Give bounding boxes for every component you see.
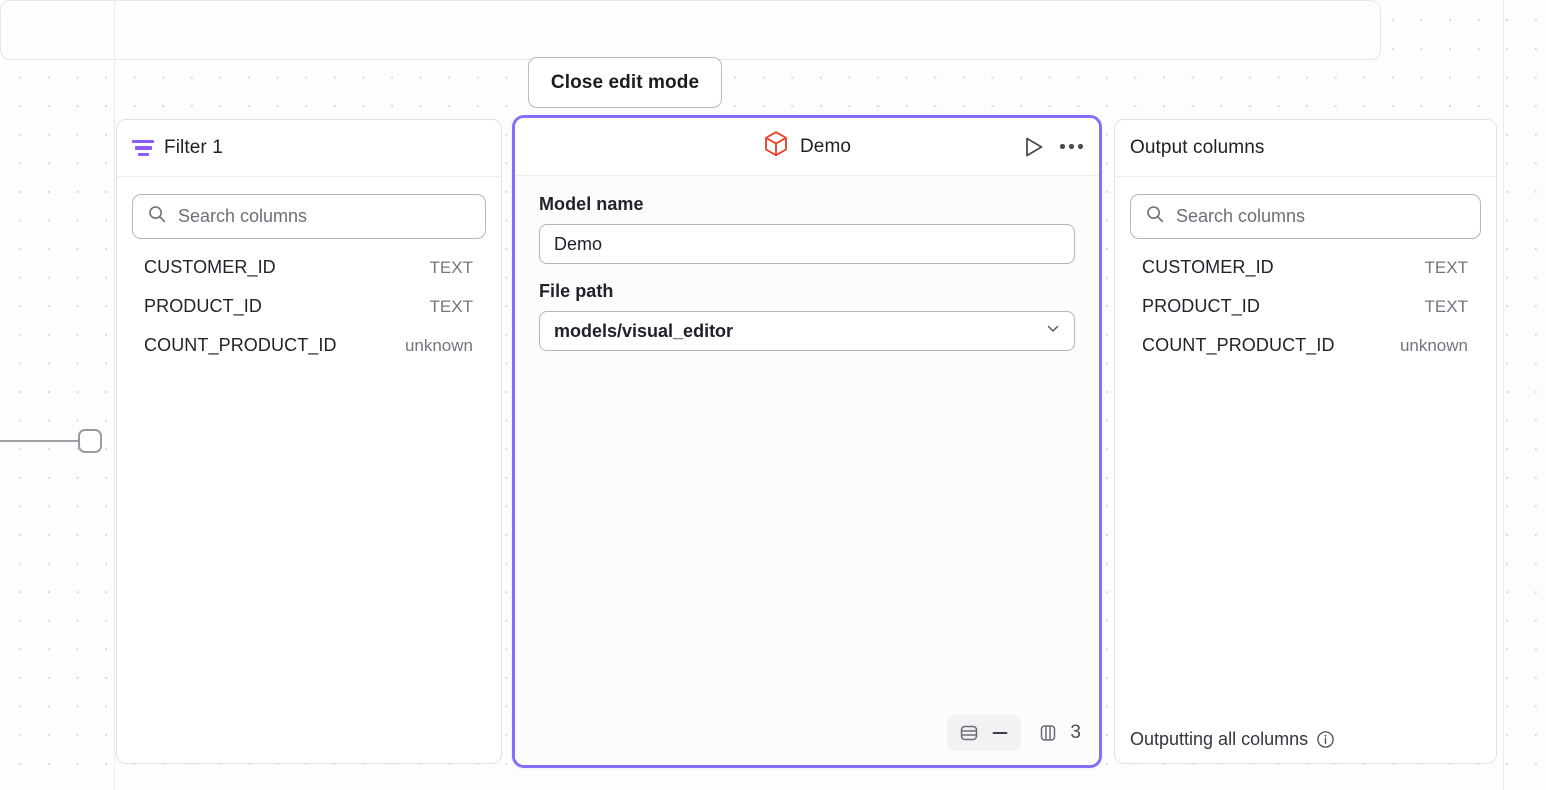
- column-name: CUSTOMER_ID: [1142, 257, 1274, 277]
- output-node-title: Output columns: [1130, 137, 1265, 158]
- filter-search-box[interactable]: Search columns: [132, 194, 486, 239]
- column-type: TEXT: [429, 258, 473, 277]
- model-name-input[interactable]: [539, 224, 1075, 264]
- canvas-right-divider: [1503, 0, 1504, 790]
- rows-view-group: [947, 715, 1022, 751]
- rows-view-icon[interactable]: [956, 720, 982, 746]
- ellipsis-icon[interactable]: [1060, 144, 1083, 149]
- column-name: COUNT_PRODUCT_ID: [1142, 335, 1335, 355]
- filter-node-panel[interactable]: Filter 1 Search columns CUSTOMER_ID TEXT…: [116, 119, 502, 764]
- column-type: TEXT: [1424, 258, 1468, 277]
- filter-column-list: CUSTOMER_ID TEXT PRODUCT_ID TEXT COUNT_P…: [132, 257, 486, 374]
- search-icon: [147, 204, 167, 229]
- model-header-actions: [1023, 118, 1083, 175]
- column-type: unknown: [1399, 336, 1468, 355]
- list-item[interactable]: COUNT_PRODUCT_ID unknown: [132, 335, 486, 374]
- play-icon[interactable]: [1023, 135, 1045, 159]
- filter-icon: [132, 140, 154, 156]
- model-node-body: Model name File path models/visual_edito…: [515, 176, 1099, 765]
- column-name: PRODUCT_ID: [1142, 296, 1261, 316]
- search-icon: [1145, 204, 1165, 229]
- cube-icon: [763, 130, 789, 163]
- output-search-box[interactable]: Search columns: [1130, 194, 1481, 239]
- filter-node-body: Search columns CUSTOMER_ID TEXT PRODUCT_…: [117, 177, 501, 763]
- edge-connector-line: [0, 440, 80, 442]
- columns-view-icon[interactable]: [1035, 720, 1061, 746]
- bottom-partial-panel[interactable]: [0, 0, 1381, 60]
- filter-node-header: Filter 1: [117, 120, 501, 177]
- column-count: 3: [1070, 722, 1081, 743]
- canvas-left-divider: [114, 0, 115, 790]
- file-path-label: File path: [539, 281, 614, 301]
- column-type: TEXT: [429, 297, 473, 316]
- list-item[interactable]: PRODUCT_ID TEXT: [132, 296, 486, 335]
- column-type: unknown: [404, 336, 473, 355]
- info-icon[interactable]: [1316, 730, 1335, 749]
- file-path-value: models/visual_editor: [554, 320, 734, 341]
- column-name: PRODUCT_ID: [144, 296, 263, 316]
- output-search-input[interactable]: Search columns: [1176, 206, 1306, 226]
- chevron-down-icon: [1045, 321, 1061, 342]
- output-footer-text: Outputting all columns: [1130, 728, 1309, 749]
- column-name: COUNT_PRODUCT_ID: [144, 335, 337, 355]
- minus-icon[interactable]: [988, 721, 1012, 745]
- list-item[interactable]: COUNT_PRODUCT_ID unknown: [1130, 335, 1481, 374]
- model-node-header: Demo: [515, 118, 1099, 176]
- output-footer: Outputting all columns: [1115, 715, 1496, 763]
- column-name: CUSTOMER_ID: [144, 257, 276, 277]
- model-node-panel[interactable]: Demo Model name File path models/visual_…: [512, 115, 1102, 768]
- close-edit-mode-button[interactable]: Close edit mode: [528, 57, 722, 108]
- output-columns-panel[interactable]: Output columns Search columns CUSTOMER_I…: [1114, 119, 1497, 764]
- filter-node-title: Filter 1: [164, 137, 223, 158]
- filter-search-input[interactable]: Search columns: [178, 206, 308, 226]
- output-node-body: Search columns CUSTOMER_ID TEXT PRODUCT_…: [1115, 177, 1496, 763]
- model-node-title: Demo: [799, 135, 852, 157]
- list-item[interactable]: CUSTOMER_ID TEXT: [1130, 257, 1481, 296]
- model-footer-toolbar: 3: [947, 715, 1081, 751]
- output-column-list: CUSTOMER_ID TEXT PRODUCT_ID TEXT COUNT_P…: [1130, 257, 1481, 374]
- edge-connector-handle[interactable]: [78, 429, 102, 453]
- list-item[interactable]: CUSTOMER_ID TEXT: [132, 257, 486, 296]
- columns-view-group: 3: [1035, 720, 1081, 746]
- file-path-select[interactable]: models/visual_editor: [539, 311, 1075, 351]
- list-item[interactable]: PRODUCT_ID TEXT: [1130, 296, 1481, 335]
- output-node-header: Output columns: [1115, 120, 1496, 177]
- column-type: TEXT: [1424, 297, 1468, 316]
- model-name-label: Model name: [539, 194, 644, 214]
